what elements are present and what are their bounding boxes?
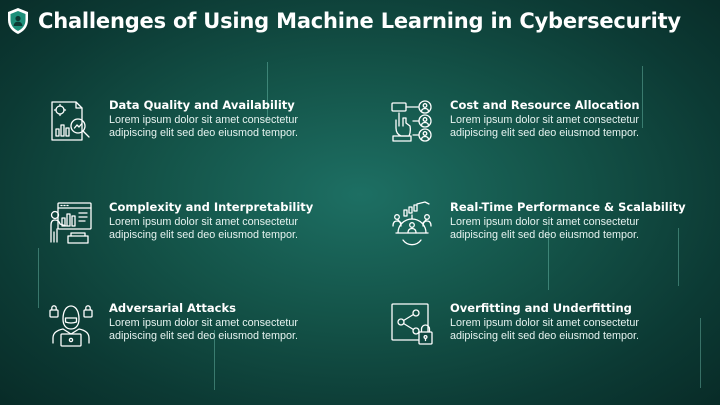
item-title: Complexity and Interpretability [109, 200, 314, 214]
challenge-item: Overfitting and Underfitting Lorem ipsum… [389, 301, 689, 361]
item-description: adipiscing elit sed deo eiusmod tempor. [450, 127, 640, 139]
item-title: Cost and Resource Allocation [450, 98, 640, 112]
item-description: Lorem ipsum dolor sit amet consectetur [450, 317, 640, 329]
challenge-item: Real-Time Performance & Scalability Lore… [389, 200, 689, 260]
growth-gear-icon [389, 200, 435, 246]
item-description: adipiscing elit sed deo eiusmod tempor. [109, 229, 299, 241]
hacker-icon [48, 301, 94, 347]
item-title: Overfitting and Underfitting [450, 301, 632, 315]
decor-line [214, 330, 215, 390]
challenge-item: Adversarial Attacks Lorem ipsum dolor si… [48, 301, 348, 361]
item-description: Lorem ipsum dolor sit amet consectetur [450, 216, 640, 228]
item-title: Real-Time Performance & Scalability [450, 200, 686, 214]
network-lock-icon [389, 301, 435, 347]
challenge-item: Cost and Resource Allocation Lorem ipsum… [389, 98, 689, 158]
item-description: adipiscing elit sed deo eiusmod tempor. [450, 330, 640, 342]
decor-line [267, 62, 268, 120]
item-title: Data Quality and Availability [109, 98, 295, 112]
decor-line [38, 248, 39, 308]
item-description: adipiscing elit sed deo eiusmod tempor. [450, 229, 640, 241]
resource-allocation-icon [389, 98, 435, 144]
decor-line [700, 318, 701, 388]
decor-line [678, 228, 679, 286]
item-description: adipiscing elit sed deo eiusmod tempor. [109, 127, 299, 139]
item-description: Lorem ipsum dolor sit amet consectetur [450, 114, 640, 126]
presentation-icon [48, 200, 94, 246]
item-description: Lorem ipsum dolor sit amet consectetur [109, 317, 299, 329]
item-title: Adversarial Attacks [109, 301, 236, 315]
item-description: Lorem ipsum dolor sit amet consectetur [109, 216, 299, 228]
decor-line [548, 226, 549, 290]
item-description: Lorem ipsum dolor sit amet consectetur [109, 114, 299, 126]
decor-line [642, 66, 643, 128]
challenge-item: Complexity and Interpretability Lorem ip… [48, 200, 348, 260]
challenge-item: Data Quality and Availability Lorem ipsu… [48, 98, 348, 158]
shield-lock-icon [8, 8, 28, 34]
item-description: adipiscing elit sed deo eiusmod tempor. [109, 330, 299, 342]
data-analysis-icon [48, 98, 94, 144]
header: Challenges of Using Machine Learning in … [6, 4, 681, 38]
page-title: Challenges of Using Machine Learning in … [38, 9, 681, 33]
